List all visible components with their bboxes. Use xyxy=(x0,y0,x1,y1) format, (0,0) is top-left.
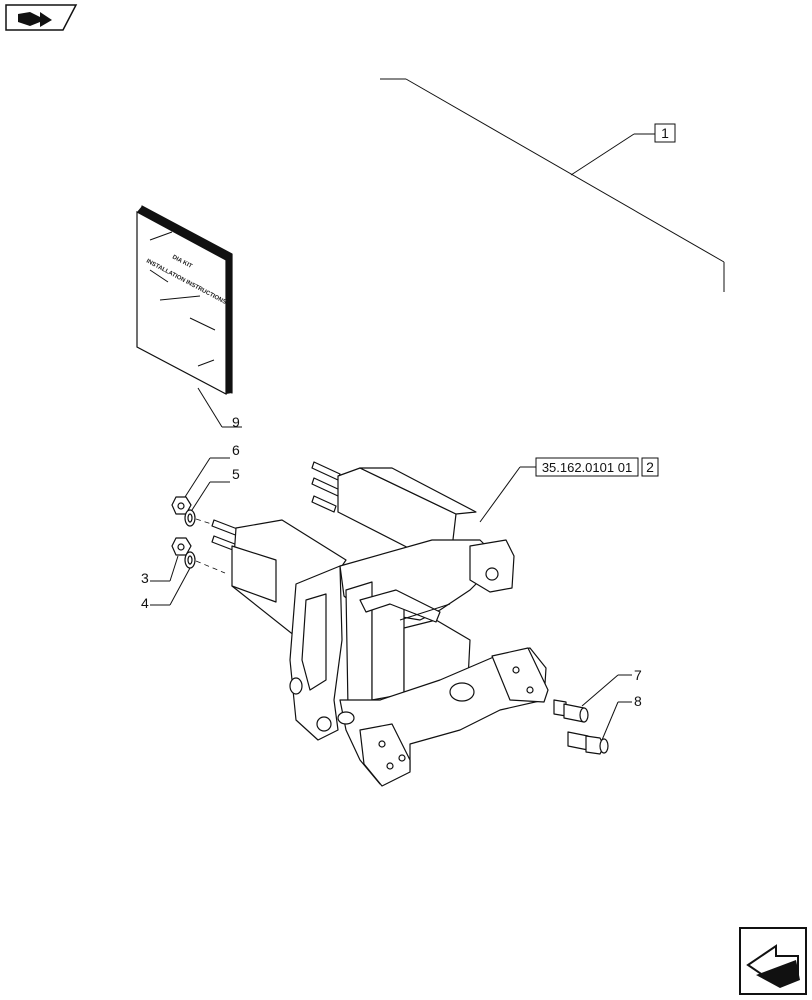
fitting-item-8 xyxy=(567,731,609,755)
callout-6[interactable]: 6 xyxy=(232,442,240,458)
leader-2 xyxy=(479,466,536,523)
book-arrow-icon[interactable] xyxy=(5,4,78,31)
callout-4[interactable]: 4 xyxy=(141,595,149,611)
callout-2[interactable]: 35.162.0101 01 2 xyxy=(535,457,659,477)
nut-item-6 xyxy=(171,496,192,515)
callout-8[interactable]: 8 xyxy=(634,693,642,709)
leader-9 xyxy=(197,387,242,428)
leaders-3-6 xyxy=(150,457,230,606)
kit-bracket xyxy=(380,78,725,292)
nut-item-3 xyxy=(171,537,192,556)
callout-7[interactable]: 7 xyxy=(634,667,642,683)
callout-9[interactable]: 9 xyxy=(232,414,240,430)
callout-1[interactable]: 1 xyxy=(654,123,676,143)
callout-5[interactable]: 5 xyxy=(232,466,240,482)
washer-item-5 xyxy=(184,509,196,527)
installation-manual: DIA KIT INSTALLATION INSTRUCTIONS xyxy=(136,205,233,395)
svg-text:1: 1 xyxy=(661,125,669,141)
next-page-arrow-icon[interactable] xyxy=(739,927,807,995)
fitting-item-7 xyxy=(553,699,589,723)
leaders-7-8 xyxy=(581,674,632,741)
callout-2-number: 2 xyxy=(646,459,654,475)
washer-item-4 xyxy=(184,551,196,569)
callout-2-reference: 35.162.0101 01 xyxy=(542,460,632,475)
front-hitch-frame xyxy=(211,461,549,787)
callout-3[interactable]: 3 xyxy=(141,570,149,586)
